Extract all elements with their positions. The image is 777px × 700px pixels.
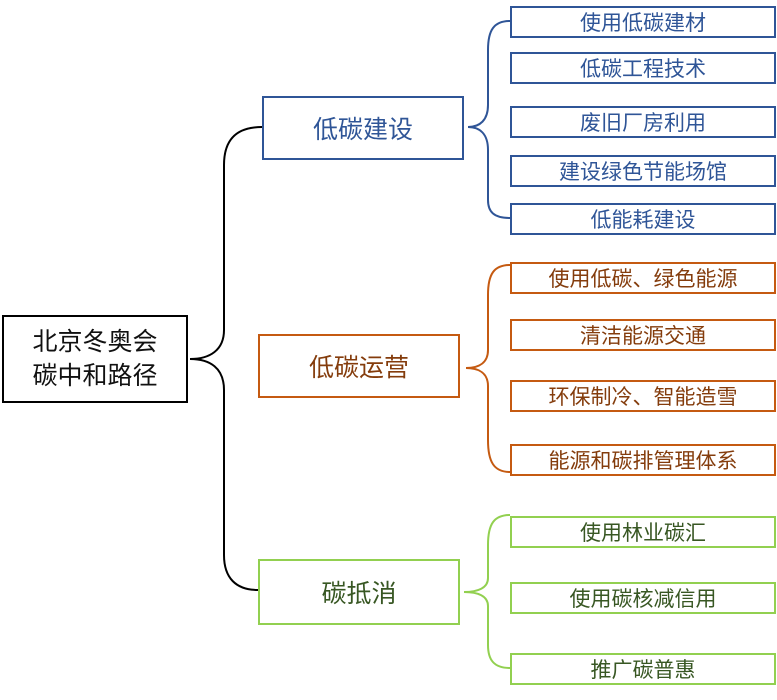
leaf-node: 使用林业碳汇 (510, 516, 776, 548)
leaf-node: 能源和碳排管理体系 (510, 444, 776, 476)
leaf-node: 低能耗建设 (510, 203, 776, 235)
leaf-node: 使用低碳、绿色能源 (510, 262, 776, 294)
root-brace (189, 126, 263, 591)
branch-node-construction: 低碳建设 (262, 96, 464, 160)
leaf-node: 环保制冷、智能造雪 (510, 380, 776, 412)
leaf-label: 使用低碳建材 (580, 11, 706, 35)
leaf-node: 建设绿色节能场馆 (510, 155, 776, 187)
branch-brace-operation (465, 264, 511, 473)
leaf-node: 低碳工程技术 (510, 52, 776, 84)
branch-node-offset: 碳抵消 (258, 559, 460, 625)
leaf-label: 使用林业碳汇 (580, 521, 706, 545)
root-label-line1: 北京冬奥会 (32, 327, 158, 356)
leaf-label: 推广碳普惠 (590, 658, 696, 682)
branch-label: 低碳运营 (308, 353, 409, 382)
leaf-label: 使用碳核减信用 (569, 587, 717, 611)
branch-label: 碳抵消 (321, 579, 397, 608)
branch-brace-offset (463, 514, 511, 669)
leaf-label: 建设绿色节能场馆 (559, 160, 727, 184)
leaf-node: 使用低碳建材 (510, 6, 776, 38)
leaf-label: 使用低碳、绿色能源 (548, 267, 738, 291)
leaf-label: 废旧厂房利用 (580, 111, 706, 135)
leaf-node: 推广碳普惠 (510, 653, 776, 685)
root-node: 北京冬奥会 碳中和路径 (2, 315, 188, 403)
branch-label: 低碳建设 (312, 115, 413, 144)
leaf-label: 低碳工程技术 (580, 57, 706, 81)
branch-node-operation: 低碳运营 (258, 334, 460, 398)
leaf-node: 清洁能源交通 (510, 319, 776, 351)
leaf-label: 环保制冷、智能造雪 (548, 385, 738, 409)
leaf-node: 使用碳核减信用 (510, 582, 776, 614)
leaf-label: 清洁能源交通 (580, 324, 706, 348)
branch-brace-construction (467, 20, 511, 219)
root-label-line2: 碳中和路径 (32, 361, 158, 390)
leaf-label: 低能耗建设 (590, 208, 696, 232)
leaf-node: 废旧厂房利用 (510, 106, 776, 138)
leaf-label: 能源和碳排管理体系 (548, 449, 738, 473)
